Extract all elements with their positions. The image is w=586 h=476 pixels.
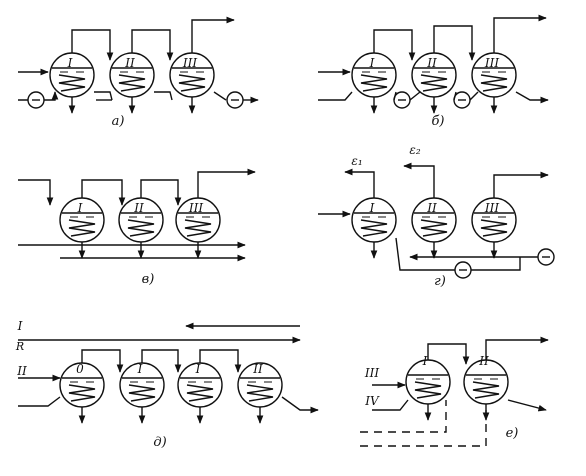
panel-d-inlet-r-label: R xyxy=(15,340,24,353)
panel-d-vessel-1-label: I xyxy=(137,362,143,376)
panel-d-inlet-1-label: I xyxy=(17,319,23,333)
panel-d-vapor-3 xyxy=(199,349,242,373)
panel-a-inlet-to-vessel xyxy=(44,91,59,101)
panel-a-vessel-3-heating-coil xyxy=(178,74,206,92)
panel-b-vessel-1-heating-coil xyxy=(360,74,388,92)
panel-b-vessel-3-label: III xyxy=(484,56,499,70)
panel-a-vessel-2-heating-coil xyxy=(118,74,146,92)
panel-e-dashed-1 xyxy=(360,400,447,433)
panel-e-feed-IV xyxy=(372,399,409,411)
panel-e-vapor-1 xyxy=(427,343,470,365)
panel-d-vapor-2 xyxy=(141,349,182,373)
panel-d-vessel-3-heating-coil xyxy=(186,384,214,402)
panel-e-vapor-out xyxy=(485,336,549,360)
panel-v-vessel-2-label: II xyxy=(133,201,144,215)
panel-v-vessel-3-heating-coil xyxy=(184,219,212,237)
panel-a-vapor-out xyxy=(191,16,235,53)
panel-b-vessel-2-heating-coil xyxy=(420,74,448,92)
panel-a-vessel-2-label: II xyxy=(124,56,135,70)
panel-b-vessel-3-heating-coil xyxy=(480,74,508,92)
panel-g-vessel-2-heating-coil xyxy=(420,219,448,237)
panel-g-epsilon1-label: ε₁ xyxy=(351,154,362,168)
panel-a-to-pump xyxy=(213,91,227,101)
panel-e-vessel-1-heating-coil xyxy=(414,381,442,399)
panel-g-epsilon2-label: ε₂ xyxy=(409,143,420,157)
panel-d-feed-lower xyxy=(18,396,61,407)
panel-d-vessel-2-label: I xyxy=(195,362,201,376)
panel-d-vessel-1-heating-coil xyxy=(68,384,96,402)
panel-d-product-out xyxy=(281,396,319,414)
panel-e-vessel-2-heating-coil xyxy=(472,381,500,399)
panel-e-vessel-1-label: I xyxy=(422,354,428,368)
panel-g-pump-out xyxy=(471,257,521,271)
panel-v-vessel-2-heating-coil xyxy=(127,219,155,237)
panel-g-vapor-e2 xyxy=(403,162,435,198)
panel-e-product-out xyxy=(507,399,547,412)
panel-b-link-4 xyxy=(469,91,479,101)
panel-g-vessel-1-label: I xyxy=(369,201,375,215)
panel-v-vapor-2 xyxy=(140,179,182,206)
panel-g-return xyxy=(395,237,455,271)
panel-b-vapor-2 xyxy=(433,25,476,61)
panel-v-caption: в) xyxy=(142,272,155,287)
panel-g-vessel-2-label: II xyxy=(426,201,437,215)
panel-g-vessel-3-heating-coil xyxy=(480,219,508,237)
panel-e-caption: е) xyxy=(506,426,519,441)
panel-d-vessel-4-heating-coil xyxy=(246,384,274,402)
panel-v-vessel-3-label: III xyxy=(188,201,203,215)
panel-a-vessel-1-heating-coil xyxy=(58,74,86,92)
panel-d-inlet-2-label: II xyxy=(16,364,27,378)
panel-v-vapor-1 xyxy=(81,179,126,206)
panel-e-dashed-2 xyxy=(360,406,487,447)
panel-b-vapor-1 xyxy=(373,29,416,61)
panel-a-transfer-2 xyxy=(154,91,173,101)
panel-d-vessel-2-heating-coil xyxy=(128,384,156,402)
panel-b-link-1 xyxy=(393,91,397,101)
panel-d-vessel-0-label: 0 xyxy=(76,362,84,376)
panel-a-vapor-1 xyxy=(71,29,114,61)
panel-b-link-2 xyxy=(409,91,421,101)
panel-v-feed-line xyxy=(18,179,54,206)
panel-e-vessel-1-shell xyxy=(405,359,451,405)
panel-d-vapor-1 xyxy=(81,349,124,373)
panel-e-inlet-4-label: IV xyxy=(364,394,380,408)
panel-b-link-3 xyxy=(453,91,457,101)
panel-e-vessel-2-label: II xyxy=(478,354,489,368)
panel-a-vessel-1-label: I xyxy=(67,56,73,70)
panel-b-inlet-line xyxy=(318,91,353,101)
panel-g-caption: г) xyxy=(434,274,446,289)
panel-d-vessel-3-label: II xyxy=(252,362,263,376)
panel-a-vessel-3-label: III xyxy=(182,56,197,70)
panel-g-vessel-3-label: III xyxy=(484,201,499,215)
panel-a-caption: а) xyxy=(112,114,125,129)
panel-e-inlet-3-label: III xyxy=(364,366,379,380)
panel-d-caption: д) xyxy=(153,435,166,450)
panel-b-vapor-out xyxy=(493,14,547,53)
panel-b-vessel-1-label: I xyxy=(369,56,375,70)
panel-g-vapor-out xyxy=(493,171,549,198)
panel-v-vessel-1-heating-coil xyxy=(68,219,96,237)
panel-v-vessel-1-label: I xyxy=(77,201,83,215)
panel-v-vapor-out xyxy=(197,168,256,198)
panel-a-vapor-2 xyxy=(131,29,174,61)
panel-b-product-out xyxy=(515,91,549,104)
panel-b-vessel-2-label: II xyxy=(426,56,437,70)
panel-b-caption: б) xyxy=(431,114,444,129)
panel-g-vapor-e1 xyxy=(344,168,375,198)
panel-g-vessel-1-heating-coil xyxy=(360,219,388,237)
panel-a-transfer-1 xyxy=(94,91,113,101)
